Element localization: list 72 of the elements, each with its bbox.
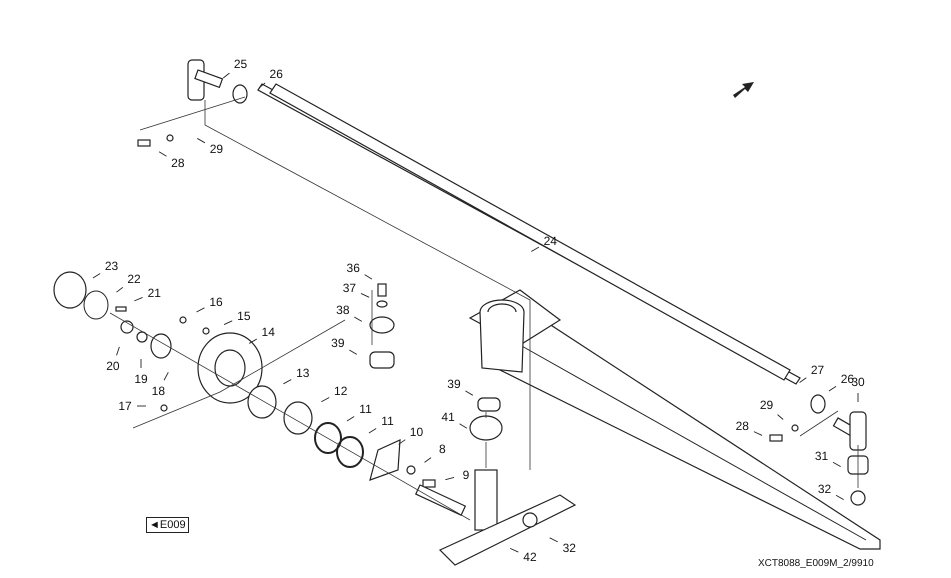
leader-line — [832, 462, 842, 468]
leader-line — [116, 286, 124, 293]
leader-line — [348, 350, 358, 355]
leader-line — [196, 307, 205, 312]
callout-number: 13 — [294, 366, 311, 380]
callout-number: 32 — [816, 482, 833, 496]
leader-line — [459, 423, 468, 429]
callout-number: 20 — [104, 359, 121, 374]
leader-line — [364, 274, 372, 280]
callout-number: 37 — [341, 280, 358, 295]
leader-line — [222, 72, 230, 78]
leader-line — [510, 548, 519, 552]
callout-number: 25 — [232, 57, 249, 72]
leader-line — [248, 338, 258, 344]
leader-line — [196, 138, 206, 144]
callout-number: 28 — [734, 419, 750, 434]
callout-number: 11 — [380, 414, 396, 428]
callout-number: 14 — [260, 325, 276, 340]
drawing-code: XCT8088_E009M_2/9910 — [758, 557, 874, 571]
leader-line — [224, 320, 233, 325]
callout-number: 29 — [758, 398, 774, 412]
callout-number: 17 — [117, 399, 133, 413]
callout-number: 11 — [358, 402, 374, 416]
leader-line — [836, 494, 844, 500]
leader-line — [799, 377, 807, 383]
callout-number: 42 — [522, 550, 538, 564]
leader-line — [320, 397, 330, 402]
callout-number: 41 — [440, 410, 456, 424]
leader-line — [464, 390, 474, 396]
leader-line — [346, 416, 355, 422]
leader-line — [134, 296, 144, 302]
leader-line — [444, 477, 455, 480]
callout-number: 28 — [170, 156, 186, 170]
callout-number: 8 — [434, 442, 450, 456]
leader-line — [753, 431, 763, 436]
callout-number: 39 — [446, 376, 462, 391]
callout-number: 22 — [126, 272, 142, 286]
callout-number: 15 — [236, 308, 252, 323]
leader-line — [549, 537, 558, 542]
callout-number: 31 — [814, 448, 830, 463]
leader-line — [368, 428, 377, 434]
callout-number: 29 — [208, 142, 224, 156]
leader-line — [164, 372, 169, 381]
callout-number: 10 — [408, 424, 424, 439]
leader-line — [258, 82, 266, 88]
callout-number: 16 — [208, 294, 224, 309]
leader-line — [530, 246, 540, 252]
callout-number: 21 — [146, 286, 162, 300]
leader-line — [360, 293, 370, 298]
page-reference: ◄E009 — [146, 517, 189, 533]
leader-line — [777, 414, 784, 420]
leader-line — [828, 386, 837, 392]
callout-number: 38 — [334, 303, 351, 318]
callout-number: 24 — [542, 234, 558, 248]
callout-number: 12 — [332, 384, 349, 398]
leader-line — [354, 316, 362, 322]
callout-number: 18 — [150, 384, 166, 398]
leader-line — [116, 346, 120, 356]
callout-number: 27 — [810, 362, 826, 377]
leader-line — [158, 151, 167, 157]
callout-number: 23 — [104, 259, 120, 274]
callout-number: 39 — [330, 336, 346, 350]
leader-line — [92, 273, 101, 278]
callout-number: 26 — [268, 66, 284, 81]
leader-line — [140, 358, 142, 368]
leader-line — [398, 439, 406, 445]
callout-number: 36 — [345, 260, 362, 275]
callout-number: 9 — [458, 468, 474, 482]
leader-line — [282, 379, 292, 384]
callout-number: 19 — [133, 372, 149, 386]
callout-number: 32 — [561, 540, 578, 555]
leader-line — [424, 457, 432, 463]
